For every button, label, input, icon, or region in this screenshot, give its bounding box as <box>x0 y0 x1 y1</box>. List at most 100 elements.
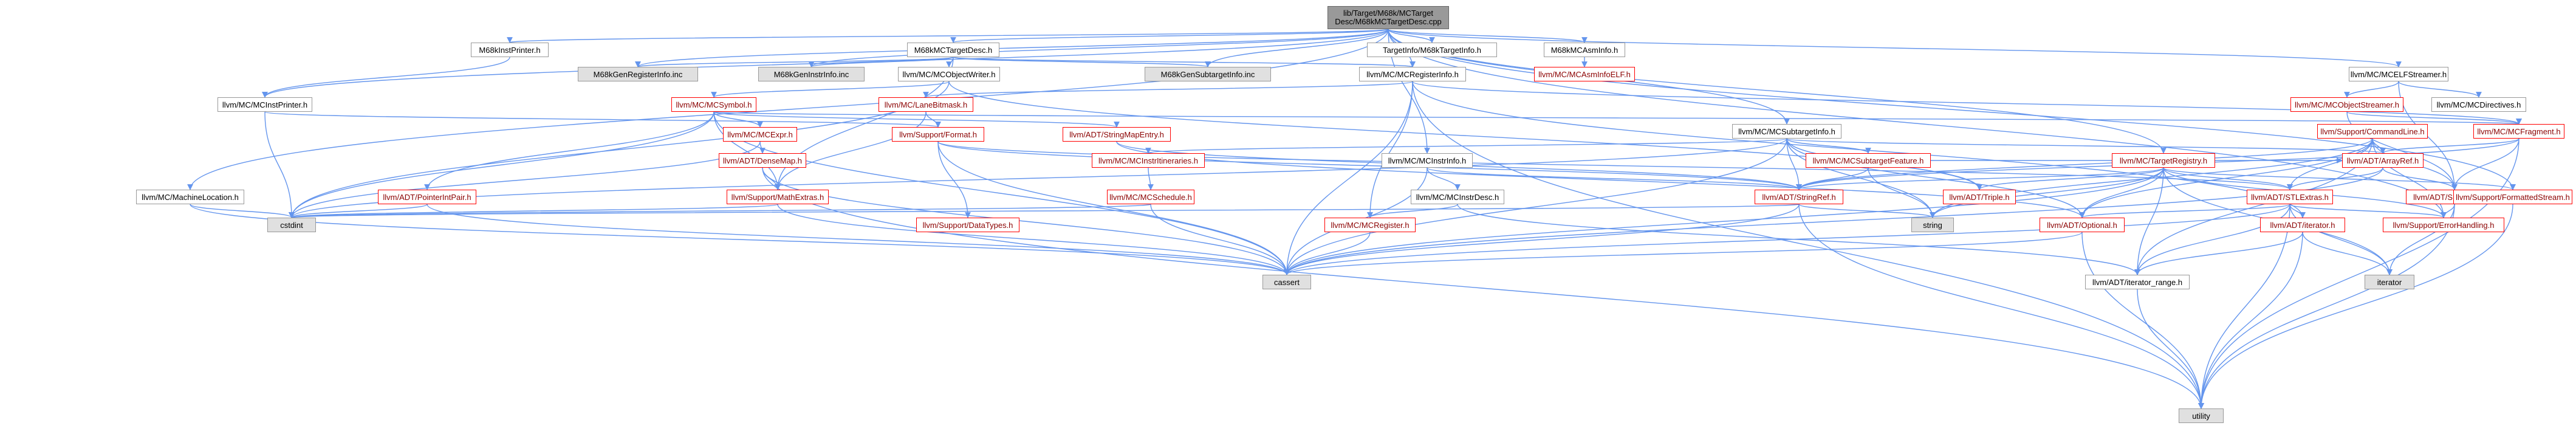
edge-root-to-m68kmcasminfo <box>1388 29 1588 43</box>
edge-smallvector-to-utility <box>2198 204 2455 409</box>
edge-commandline-to-stlextras <box>2287 138 2373 190</box>
edge-machinelocation-to-cassert <box>190 204 1290 275</box>
edge-iterator_adt-to-iterator_std <box>2302 232 2393 275</box>
edge-mcregisterinfo-to-cassert <box>1284 81 1413 275</box>
edge-densemap-to-cassert <box>762 167 1290 275</box>
node-mcschedule[interactable]: llvm/MC/MCSchedule.h <box>1107 190 1194 204</box>
edge-mcsymbol-to-mcexpr <box>713 111 763 128</box>
node-errorhandling[interactable]: llvm/Support/ErrorHandling.h <box>2383 218 2504 232</box>
node-mcsubtargetinfo[interactable]: llvm/MC/MCSubtargetInfo.h <box>1732 124 1841 139</box>
edge-commandline-to-stringref <box>1796 138 2373 190</box>
node-mcobjectwriter[interactable]: llvm/MC/MCObjectWriter.h <box>898 67 1000 81</box>
edge-m68kmctargetdesc_h-to-mcregisterinfo <box>953 57 1416 67</box>
node-geninstrinfo[interactable]: M68kGenInstrInfo.inc <box>758 67 865 81</box>
node-iterator-adt[interactable]: llvm/ADT/iterator.h <box>2260 218 2345 232</box>
edge-root-to-geninstrinfo <box>808 29 1389 67</box>
edge-mcsubtargetinfo-to-cassert <box>1284 138 1787 275</box>
edge-targetregistry-to-optional <box>2079 167 2164 218</box>
node-mcinstrinfo[interactable]: llvm/MC/MCInstrInfo.h <box>1382 153 1473 168</box>
root-line-2: Desc/M68kMCTargetDesc.cpp <box>1335 17 1442 26</box>
edge-pointerintpair-to-cstdint <box>289 204 428 218</box>
node-iterator-std[interactable]: iterator <box>2365 275 2414 289</box>
node-commandline[interactable]: llvm/Support/CommandLine.h <box>2317 124 2428 139</box>
edge-formattedstream-to-utility <box>2198 204 2513 409</box>
node-targetinfo[interactable]: TargetInfo/M68kTargetInfo.h <box>1367 43 1497 57</box>
node-mcinstprinter[interactable]: llvm/MC/MCInstPrinter.h <box>218 97 312 112</box>
node-m68kinstprinter[interactable]: M68kInstPrinter.h <box>471 43 549 57</box>
node-machinelocation[interactable]: llvm/MC/MachineLocation.h <box>136 190 244 204</box>
node-m68kmctargetdesc-h[interactable]: M68kMCTargetDesc.h <box>907 43 999 57</box>
node-targetregistry[interactable]: llvm/MC/TargetRegistry.h <box>2112 153 2215 168</box>
edge-stlextras-to-iterator_range <box>2134 204 2290 275</box>
edge-mcsubtargetinfo-to-mcsubtargetfeature <box>1786 138 1871 154</box>
node-lanebitmask[interactable]: llvm/MC/LaneBitmask.h <box>879 97 973 112</box>
edge-optional-to-utility <box>2081 232 2204 409</box>
edge-optional-to-cassert <box>1284 232 2083 275</box>
edge-mcsubtargetinfo-to-mcinstrinfoitineraries <box>1145 138 1787 154</box>
edge-format-to-cassert <box>937 141 1290 275</box>
edge-mcsubtargetinfo-to-optional <box>1786 138 2085 218</box>
edge-lanebitmask-to-mathextras <box>775 111 927 190</box>
edge-stlextras-to-optional <box>2079 204 2290 218</box>
edge-root-to-gensubtargetinfo <box>1205 29 1389 67</box>
edge-mathextras-to-cstdint <box>289 204 778 218</box>
node-pointerintpair[interactable]: llvm/ADT/PointerIntPair.h <box>378 190 476 204</box>
node-datatypes[interactable]: llvm/Support/DataTypes.h <box>916 218 1019 232</box>
node-mcinstrinfoitineraries[interactable]: llvm/MC/MCInstrItineraries.h <box>1092 153 1205 168</box>
node-optional[interactable]: llvm/ADT/Optional.h <box>2040 218 2125 232</box>
node-gensubtargetinfo[interactable]: M68kGenSubtargetInfo.inc <box>1145 67 1271 81</box>
edge-mcfragment-to-arrayref <box>2380 138 2519 154</box>
node-mcregisterinfo[interactable]: llvm/MC/MCRegisterInfo.h <box>1359 67 1466 81</box>
edge-mcsymbol-to-cassert <box>713 111 1290 275</box>
node-cassert[interactable]: cassert <box>1262 275 1311 289</box>
edge-root-to-genregisterinfo <box>635 29 1389 67</box>
edge-mcsymbol-to-stringmapentry <box>713 111 1120 128</box>
edge-smallvector-to-iterator_std <box>2386 204 2455 275</box>
node-mcelfstreamer[interactable]: llvm/MC/MCELFStreamer.h <box>2349 67 2448 81</box>
edge-mcexpr-to-cstdint <box>289 141 761 218</box>
edge-root-to-mcinstprinter <box>262 29 1389 98</box>
edge-arrayref-to-stlextras <box>2287 167 2383 190</box>
edge-targetregistry-to-triple <box>1976 167 2164 190</box>
node-string[interactable]: string <box>1911 218 1954 232</box>
node-triple[interactable]: llvm/ADT/Triple.h <box>1943 190 2016 204</box>
edge-mcsubtargetfeature-to-string <box>1868 167 1936 218</box>
node-genregisterinfo[interactable]: M68kGenRegisterInfo.inc <box>578 67 698 81</box>
node-formattedstream[interactable]: llvm/Support/FormattedStream.h <box>2453 190 2572 204</box>
root-node-m68kmctargetdesc-cpp[interactable]: lib/Target/M68k/MCTarget Desc/M68kMCTarg… <box>1327 6 1449 29</box>
edge-mcschedule-to-cassert <box>1150 204 1290 275</box>
edge-targetregistry-to-iterator_range <box>2134 167 2164 275</box>
edge-root-to-errorhandling <box>1388 29 2447 218</box>
node-cstdint[interactable]: cstdint <box>267 218 316 232</box>
node-mcobjectstreamer[interactable]: llvm/MC/MCObjectStreamer.h <box>2290 97 2403 112</box>
node-stringmapentry[interactable]: llvm/ADT/StringMapEntry.h <box>1063 127 1171 142</box>
node-mcsymbol[interactable]: llvm/MC/MCSymbol.h <box>671 97 756 112</box>
node-m68kmcasminfo[interactable]: M68kMCAsmInfo.h <box>1544 43 1625 57</box>
edge-m68kmctargetdesc_h-to-genregisterinfo <box>635 57 954 67</box>
node-mcfragment[interactable]: llvm/MC/MCFragment.h <box>2473 124 2564 139</box>
node-densemap[interactable]: llvm/ADT/DenseMap.h <box>719 153 806 168</box>
node-utility[interactable]: utility <box>2179 408 2224 423</box>
edge-mcinstprinter-to-cstdint <box>264 111 295 218</box>
node-mcregister[interactable]: llvm/MC/MCRegister.h <box>1324 218 1416 232</box>
edge-commandline-to-optional <box>2079 138 2373 218</box>
edge-iterator_range-to-utility <box>2137 289 2204 409</box>
edge-arrayref-to-cassert <box>1284 167 2383 275</box>
edge-mcfragment-to-smallvector <box>2451 138 2519 190</box>
edge-mcregisterinfo-to-mcfragment <box>1412 81 2522 125</box>
node-iterator-range[interactable]: llvm/ADT/iterator_range.h <box>2085 275 2190 289</box>
node-mcinstrdesc[interactable]: llvm/MC/MCInstrDesc.h <box>1411 190 1504 204</box>
edge-mcinstrdesc-to-mcregister <box>1367 204 1458 218</box>
node-mcdirectives[interactable]: llvm/MC/MCDirectives.h <box>2431 97 2526 112</box>
node-stlextras[interactable]: llvm/ADT/STLExtras.h <box>2247 190 2333 204</box>
edge-commandline-to-errorhandling <box>2372 138 2447 218</box>
node-stringref[interactable]: llvm/ADT/StringRef.h <box>1755 190 1843 204</box>
node-mcsubtargetfeature[interactable]: llvm/MC/MCSubtargetFeature.h <box>1806 153 1931 168</box>
node-arrayref[interactable]: llvm/ADT/ArrayRef.h <box>2342 153 2424 168</box>
node-format[interactable]: llvm/Support/Format.h <box>892 127 984 142</box>
node-mathextras[interactable]: llvm/Support/MathExtras.h <box>727 190 829 204</box>
node-mcasminfoelf[interactable]: llvm/MC/MCAsmInfoELF.h <box>1534 67 1635 81</box>
node-mcexpr[interactable]: llvm/MC/MCExpr.h <box>723 127 797 142</box>
edge-mcinstrinfoitineraries-to-mcschedule <box>1148 167 1154 190</box>
